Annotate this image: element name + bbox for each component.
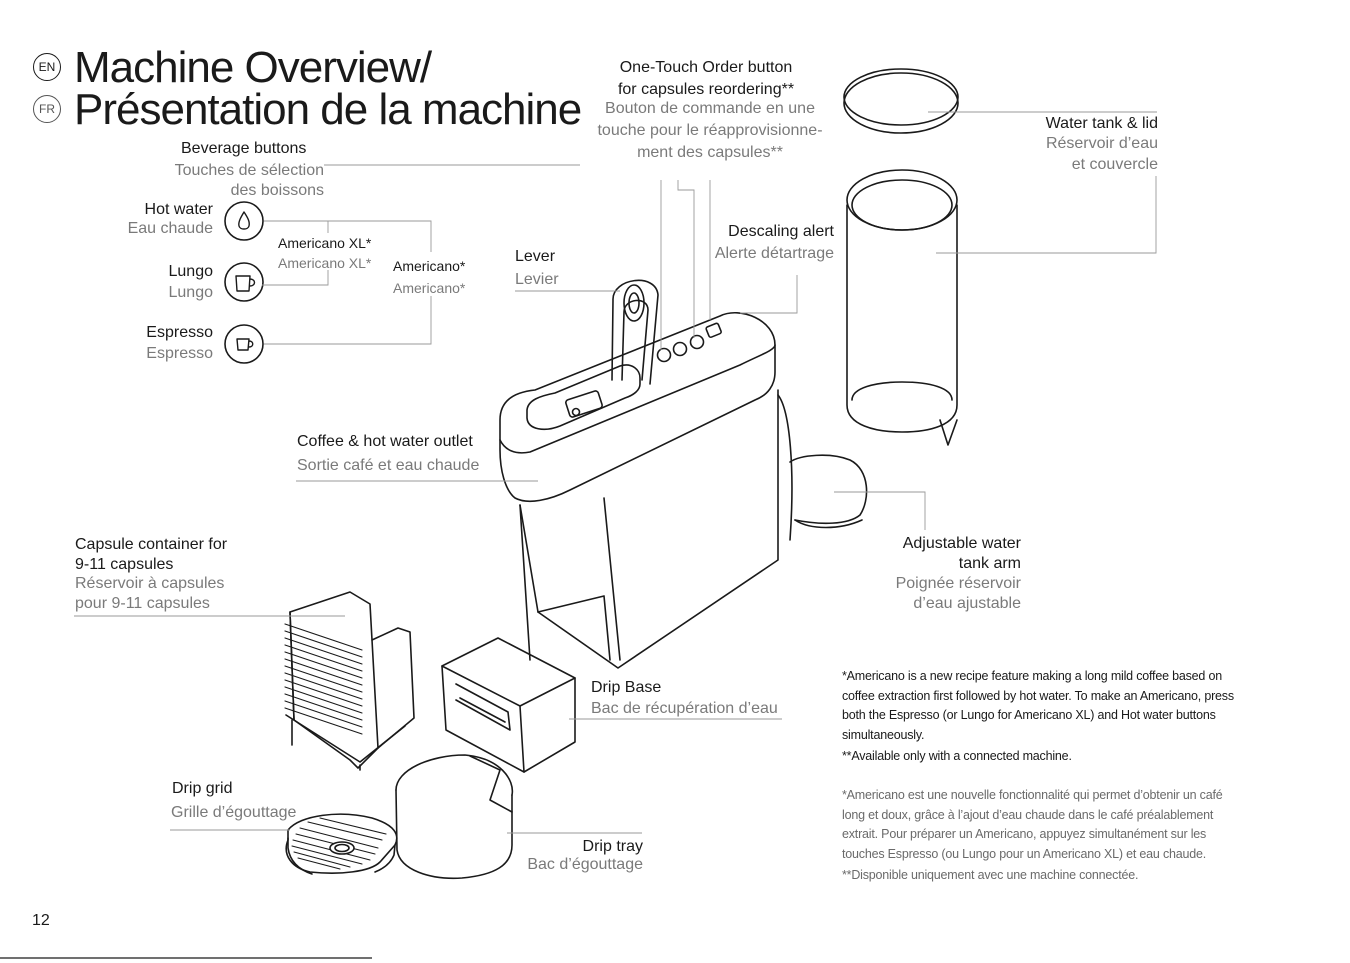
espresso-button-icon <box>224 324 264 364</box>
leader-lines <box>0 111 1157 959</box>
label-drip-base-en: Drip Base <box>591 679 662 696</box>
label-americano-en: Americano* <box>393 258 466 274</box>
label-water-tank-fr-2: et couvercle <box>1071 156 1158 173</box>
label-hot-water-en: Hot water <box>144 201 213 218</box>
label-capsule-fr-2: pour 9-11 capsules <box>75 595 210 612</box>
label-water-tank-fr-1: Réservoir d’eau <box>1045 135 1158 152</box>
label-arm-en-2: tank arm <box>958 555 1021 572</box>
label-onetouch-fr-1: Bouton de commande en une <box>605 100 815 117</box>
label-arm-fr-2: d’eau ajustable <box>913 595 1021 612</box>
machine-body <box>499 279 868 669</box>
label-arm-fr-1: Poignée réservoir <box>895 575 1021 592</box>
label-onetouch-fr-2: touche pour le réapprovisionne- <box>597 122 823 139</box>
lang-en-badge: EN <box>33 53 61 81</box>
label-hot-water-fr: Eau chaude <box>127 220 213 237</box>
footnote-en-connected: **Available only with a connected machin… <box>842 749 1072 763</box>
label-lever-fr: Levier <box>515 271 559 288</box>
label-outlet-fr: Sortie café et eau chaude <box>297 457 480 474</box>
label-beverage-en: Beverage buttons <box>181 140 307 157</box>
tank-lid <box>843 72 959 134</box>
footnote-fr-connected: **Disponible uniquement avec une machine… <box>842 868 1139 882</box>
label-descaling-en: Descaling alert <box>728 223 834 240</box>
label-drip-grid-en: Drip grid <box>172 780 233 797</box>
label-onetouch-en-1: One-Touch Order button <box>619 59 793 76</box>
drip-grid <box>285 813 398 875</box>
label-drip-base-fr: Bac de récupération d’eau <box>591 700 778 717</box>
title-fr: Présentation de la machine <box>74 85 582 134</box>
label-beverage-fr-1: Touches de sélection <box>174 162 324 179</box>
label-americano-xl-en: Americano XL* <box>278 235 372 251</box>
label-drip-grid-fr: Grille d’égouttage <box>171 804 297 821</box>
label-capsule-fr-1: Réservoir à capsules <box>75 575 225 592</box>
label-capsule-en-2: 9-11 capsules <box>75 556 174 573</box>
label-beverage-fr-2: des boissons <box>230 182 324 199</box>
label-water-tank-en: Water tank & lid <box>1045 115 1158 132</box>
drip-base <box>441 637 576 773</box>
footnote-fr: *Americano est une nouvelle fonctionnali… <box>842 786 1242 886</box>
label-lungo-en: Lungo <box>168 263 214 280</box>
capsule-container <box>284 591 415 771</box>
label-lungo-fr: Lungo <box>168 284 214 301</box>
label-outlet-en: Coffee & hot water outlet <box>297 433 473 450</box>
drip-tray <box>395 754 514 880</box>
water-tank <box>846 169 958 446</box>
label-drip-tray-fr: Bac d’égouttage <box>527 856 643 873</box>
lang-fr-badge: FR <box>33 95 61 123</box>
footnote-en: *Americano is a new recipe feature makin… <box>842 667 1250 767</box>
label-descaling-fr: Alerte détartrage <box>714 245 834 262</box>
label-espresso-en: Espresso <box>146 324 213 341</box>
label-lever-en: Lever <box>515 248 556 265</box>
lungo-button-icon <box>224 262 264 302</box>
label-arm-en-1: Adjustable water <box>902 535 1021 552</box>
footnote-fr-americano: *Americano est une nouvelle fonctionnali… <box>842 788 1223 861</box>
page-number: 12 <box>32 912 50 929</box>
title-en: Machine Overview/ <box>74 43 432 92</box>
label-espresso-fr: Espresso <box>146 345 213 362</box>
hot-water-button-icon <box>224 201 264 241</box>
footnote-en-americano: *Americano is a new recipe feature makin… <box>842 669 1234 742</box>
label-onetouch-en-2: for capsules reordering** <box>617 81 795 98</box>
label-drip-tray-en: Drip tray <box>582 838 643 855</box>
label-americano-xl-fr: Americano XL* <box>278 255 372 271</box>
label-americano-fr: Americano* <box>393 280 466 296</box>
label-capsule-en-1: Capsule container for <box>75 536 228 553</box>
label-onetouch-fr-3: ment des capsules** <box>637 144 783 161</box>
